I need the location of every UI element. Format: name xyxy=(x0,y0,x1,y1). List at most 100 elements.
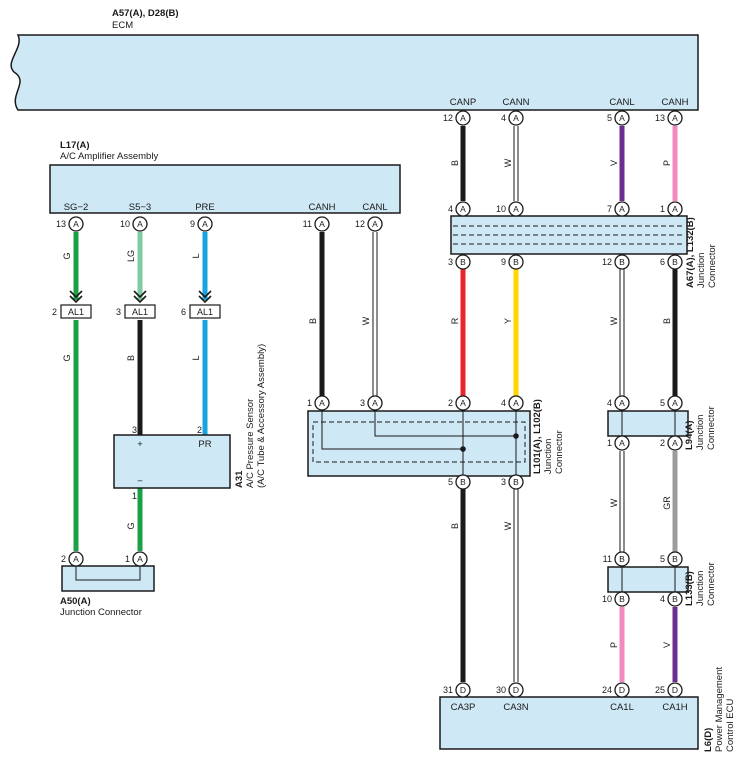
svg-text:11: 11 xyxy=(603,554,612,564)
ac-amplifier-box xyxy=(49,164,401,214)
pmc-ecu-component: CA3P CA3N CA1L CA1H L6(D) Power Manageme… xyxy=(439,667,736,752)
svg-text:1: 1 xyxy=(132,491,137,501)
pin-a50-1a: A1 xyxy=(125,551,148,567)
svg-text:7: 7 xyxy=(607,204,612,214)
wire-label: P xyxy=(609,642,619,648)
svg-text:9: 9 xyxy=(501,257,506,267)
junction-a50-code: A50(A) xyxy=(60,596,91,607)
pin-l101-3b: B3 xyxy=(501,474,524,490)
wire-label: GR xyxy=(662,496,672,510)
pmc-ecu-line2: Control ECU xyxy=(725,699,736,752)
junction-l101-code: L101(A), L102(B) xyxy=(532,399,543,474)
pin-j67-9b: B9 xyxy=(501,254,524,270)
ecm-signal-cann: CANN xyxy=(503,97,530,108)
pin-ecm-12a: A12 xyxy=(443,110,471,126)
svg-text:B: B xyxy=(619,554,625,564)
junction-l94-line1: Junction xyxy=(695,415,706,450)
svg-text:A: A xyxy=(319,398,325,408)
svg-text:AL1: AL1 xyxy=(197,307,213,317)
svg-text:5: 5 xyxy=(660,554,665,564)
svg-text:4: 4 xyxy=(501,113,506,123)
wire-label: V xyxy=(609,160,619,166)
svg-text:B: B xyxy=(460,477,466,487)
ecm-box xyxy=(10,34,699,111)
ac-amplifier-code: L17(A) xyxy=(60,140,90,151)
junction-l133-component: L133(B) Junction Connector xyxy=(607,562,717,606)
pin-amp-13a: A13 xyxy=(56,216,84,232)
wire-label: W xyxy=(503,521,513,530)
svg-text:13: 13 xyxy=(56,219,66,229)
svg-text:6: 6 xyxy=(181,307,186,317)
pin-amp-10a: A10 xyxy=(120,216,148,232)
junction-l101-line1: Junction xyxy=(543,439,554,474)
pmc-ecu-box xyxy=(439,696,699,750)
wire-label: V xyxy=(662,642,672,648)
wire-label: B xyxy=(308,318,318,324)
svg-text:PR: PR xyxy=(198,439,211,450)
svg-text:3: 3 xyxy=(360,398,365,408)
pin-pmc-24d: D24 xyxy=(602,682,630,698)
svg-text:10: 10 xyxy=(602,594,612,604)
svg-text:12: 12 xyxy=(602,257,612,267)
amp-signal-sg2: SG−2 xyxy=(64,202,89,213)
pmc-signal-ca1l: CA1L xyxy=(610,702,634,713)
junction-a50-box xyxy=(61,565,155,592)
pin-amp-11a: A11 xyxy=(303,216,330,232)
pmc-signal-ca3n: CA3N xyxy=(503,702,528,713)
wire-label: B xyxy=(450,160,460,166)
svg-text:5: 5 xyxy=(448,477,453,487)
ecm-signal-canh: CANH xyxy=(662,97,689,108)
svg-text:A: A xyxy=(202,219,208,229)
pmc-ecu-code: L6(D) xyxy=(703,728,714,752)
svg-text:B: B xyxy=(619,257,625,267)
svg-text:B: B xyxy=(672,594,678,604)
junction-l133-code: L133(B) xyxy=(684,571,695,606)
svg-text:4: 4 xyxy=(501,398,506,408)
junction-l133-line2: Connector xyxy=(706,562,717,606)
ac-amplifier-component: L17(A) A/C Amplifier Assembly SG−2 S5−3 … xyxy=(49,140,401,214)
svg-text:B: B xyxy=(672,257,678,267)
svg-text:B: B xyxy=(619,594,625,604)
svg-text:A: A xyxy=(672,204,678,214)
pin-l94-1a: A1 xyxy=(607,435,630,451)
al1-connector-g: AL1 2 xyxy=(52,290,92,319)
svg-text:2: 2 xyxy=(660,438,665,448)
svg-text:2: 2 xyxy=(52,307,57,317)
wire-label: G xyxy=(126,522,136,529)
wire-label: W xyxy=(503,158,513,167)
ecm-name: ECM xyxy=(112,20,133,31)
svg-text:A: A xyxy=(460,204,466,214)
svg-text:25: 25 xyxy=(655,685,665,695)
pin-j67-7a: A7 xyxy=(607,201,630,217)
svg-text:A: A xyxy=(513,204,519,214)
pressure-sensor-line2: (A/C Tube & Accessory Assembly) xyxy=(256,344,267,488)
svg-text:A: A xyxy=(137,219,143,229)
svg-text:10: 10 xyxy=(496,204,506,214)
amp-signal-canh: CANH xyxy=(309,202,336,213)
svg-text:A: A xyxy=(372,398,378,408)
wire-label: P xyxy=(662,160,672,166)
ac-amplifier-name: A/C Amplifier Assembly xyxy=(60,151,158,162)
pin-j67-12b: B 12 xyxy=(602,254,630,270)
junction-l94-component: L94(A) Junction Connector xyxy=(607,406,717,450)
svg-text:B: B xyxy=(513,257,519,267)
wire-label: B xyxy=(126,355,136,361)
svg-text:A: A xyxy=(672,438,678,448)
pins: A12 A4 A5 A13 A13 A10 A9 A11 A12 A4 A10 … xyxy=(56,110,683,698)
svg-text:9: 9 xyxy=(190,219,195,229)
svg-text:A: A xyxy=(137,554,143,564)
wire-label: R xyxy=(450,317,460,324)
svg-text:6: 6 xyxy=(660,257,665,267)
junction-l101-box xyxy=(307,410,531,477)
pin-pmc-31d: D31 xyxy=(443,682,471,698)
svg-text:A: A xyxy=(73,554,79,564)
wire-label: L xyxy=(191,355,201,360)
wire-label: L xyxy=(191,253,201,258)
junction-a67-line2: Connector xyxy=(707,244,718,288)
svg-text:11: 11 xyxy=(303,219,312,229)
svg-text:B: B xyxy=(513,477,519,487)
wire-label: W xyxy=(609,498,619,507)
pin-j67-10a: A 10 xyxy=(496,201,524,217)
pin-l133-5b: B5 xyxy=(660,551,683,567)
